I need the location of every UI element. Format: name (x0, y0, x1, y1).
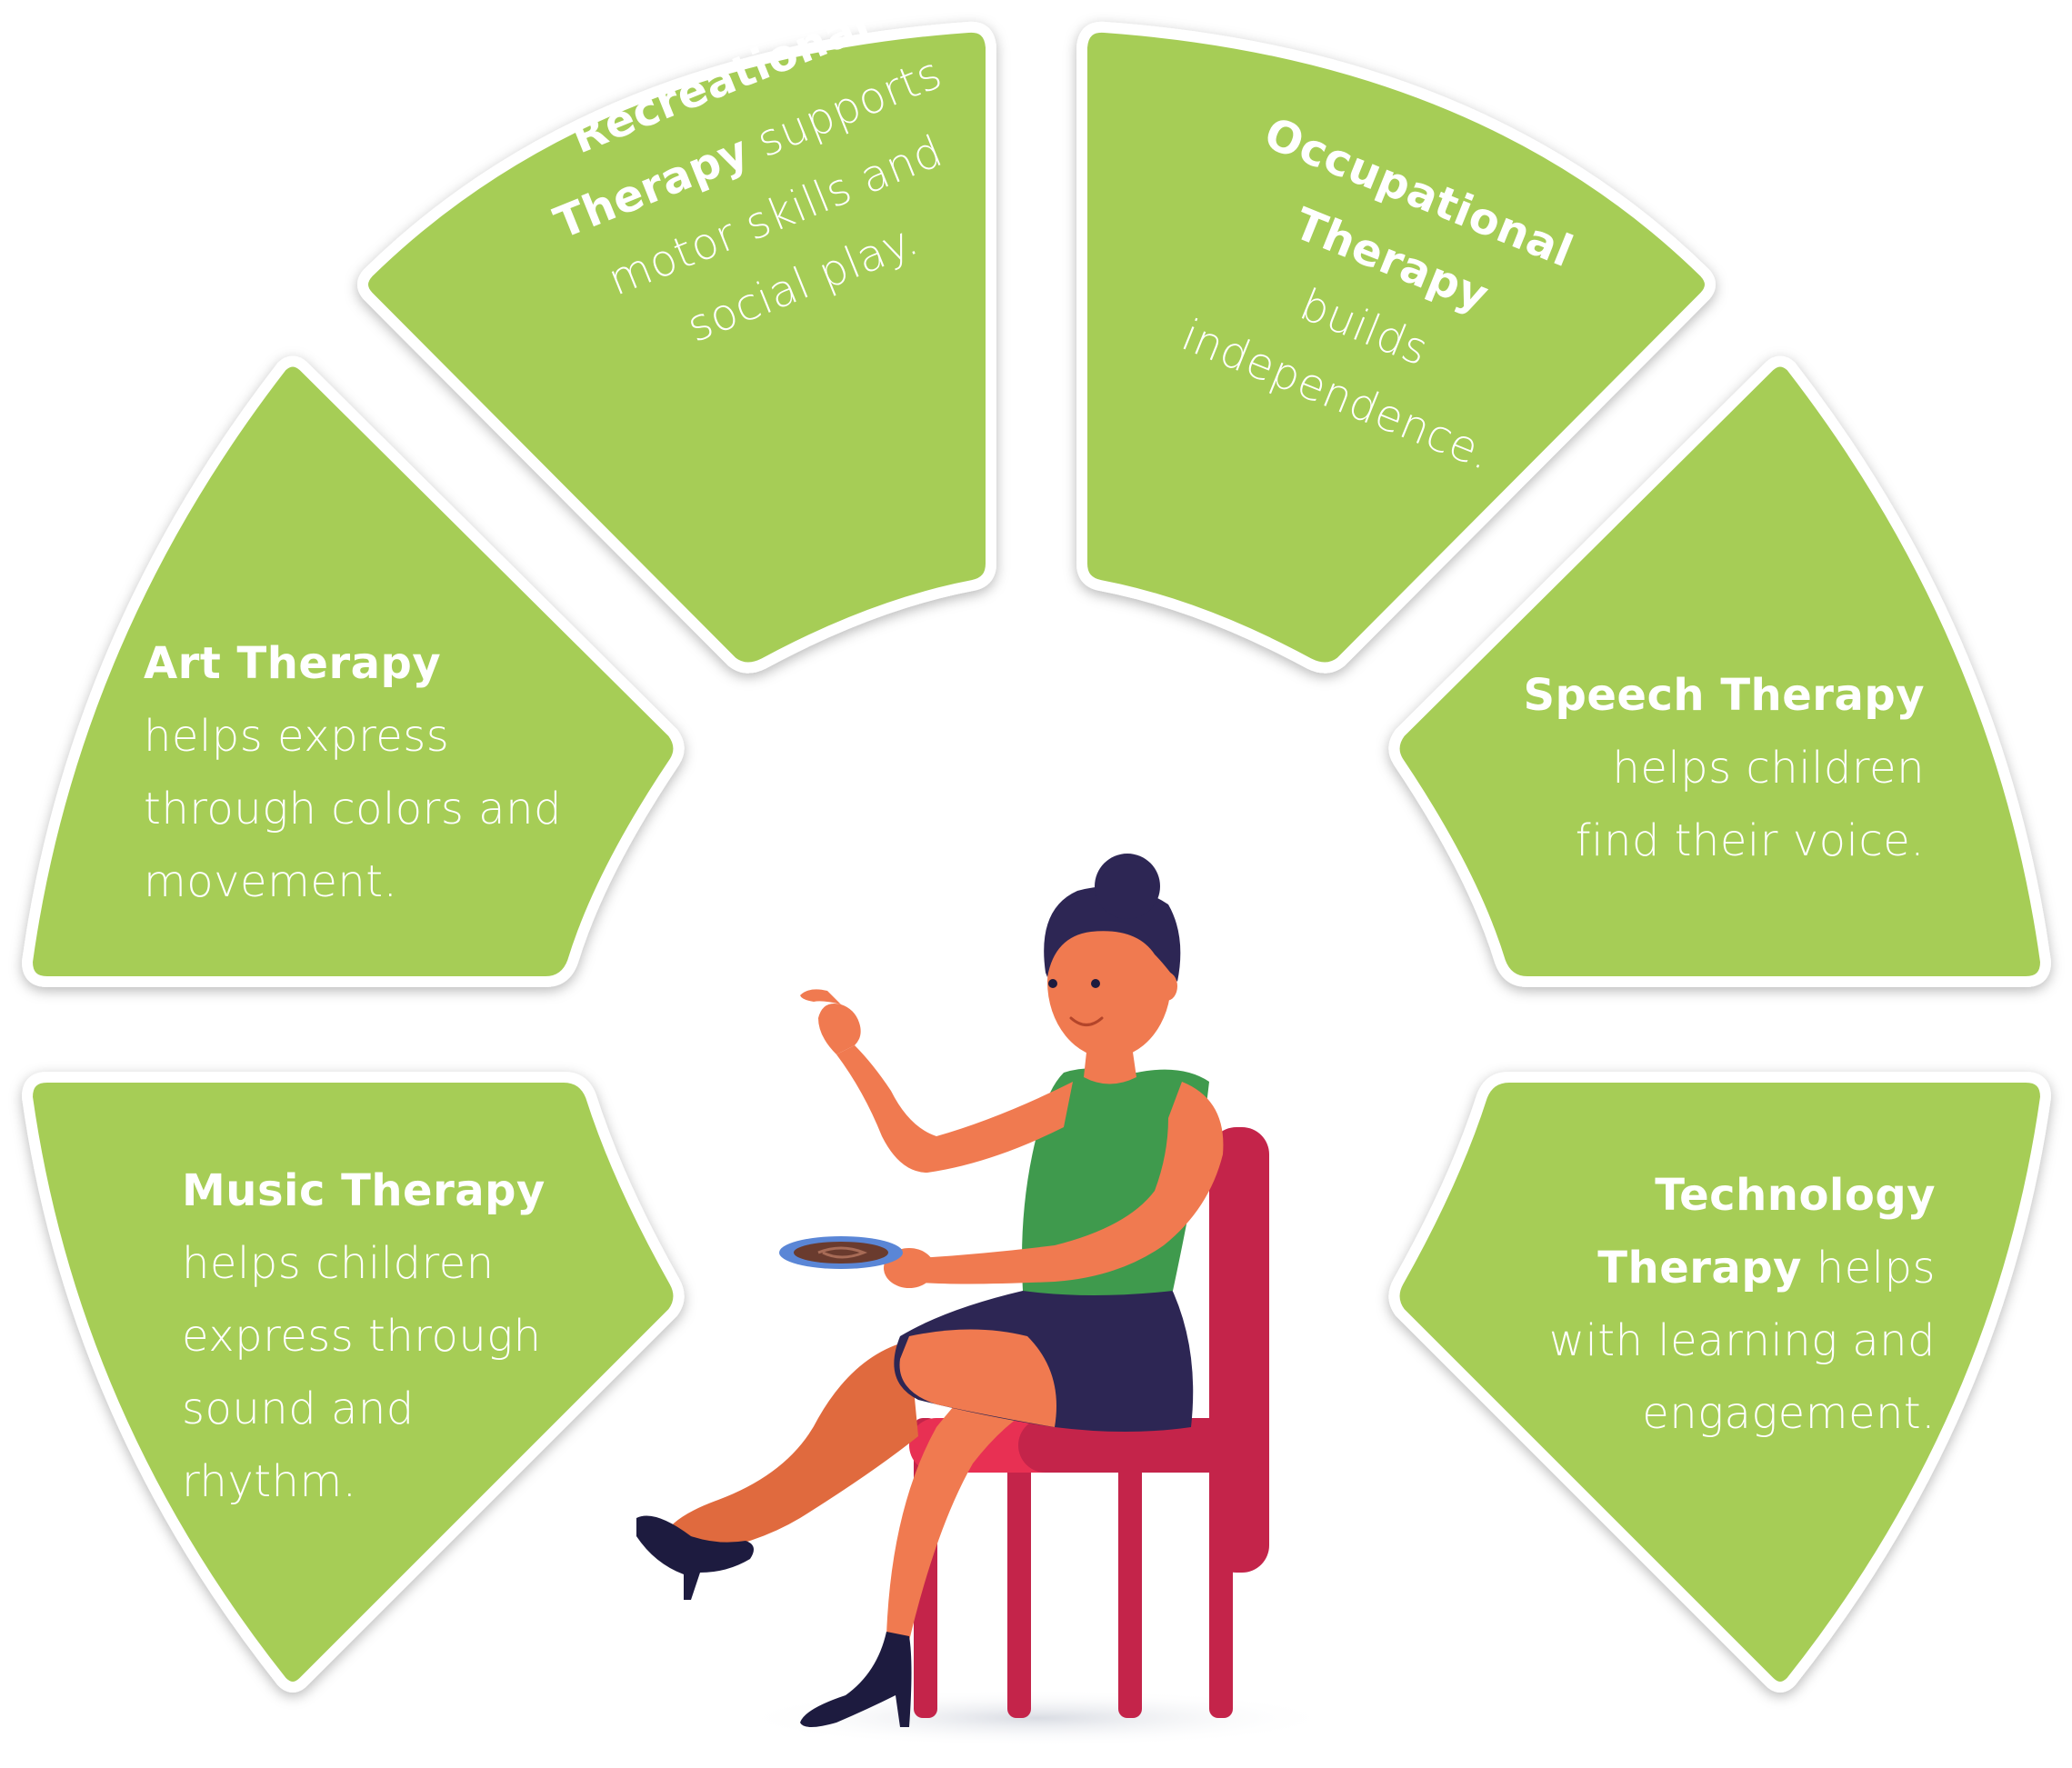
technology-title-line1: Technology (1655, 1170, 1936, 1221)
speech-title: Speech Therapy (1523, 670, 1925, 721)
segment-occupational-therapy (1076, 21, 1716, 674)
segment-speech-therapy (1388, 355, 2051, 987)
eye-right (1091, 979, 1100, 988)
head (1044, 854, 1181, 1058)
music-body-line5: rhythm. (182, 1456, 357, 1507)
art-title: Art Therapy (144, 638, 442, 689)
music-body-line4: sound and (182, 1383, 415, 1434)
arm-plate (905, 1082, 1224, 1284)
art-therapy-text: Art Therapy helps express through colors… (144, 627, 562, 918)
art-body-line4: movement. (144, 856, 398, 907)
speech-therapy-text: Speech Therapy helps children find their… (1523, 659, 1925, 877)
speech-body-line3: find their voice. (1575, 815, 1925, 866)
hair-bun (1095, 854, 1160, 919)
technology-title-line2: Therapy (1597, 1243, 1802, 1294)
segment-technology-therapy (1388, 1072, 2051, 1693)
music-body-line3: express through (182, 1311, 542, 1362)
shoe-back (636, 1515, 754, 1600)
music-body-line2: helps children (182, 1238, 495, 1289)
shoe-front (800, 1632, 912, 1727)
eye-left (1048, 979, 1057, 988)
hand-raised (818, 1004, 861, 1054)
floor-shadow (736, 1689, 1336, 1747)
speech-body-line2: helps children (1612, 743, 1925, 794)
segment-art-therapy (22, 355, 685, 987)
technology-body-line4: engagement. (1642, 1388, 1936, 1439)
plate (779, 1236, 903, 1269)
music-therapy-text: Music Therapy helps children express thr… (182, 1154, 546, 1518)
smile (1069, 1016, 1104, 1026)
segment-music-therapy (22, 1072, 685, 1693)
technology-body-line3: with learning and (1548, 1315, 1936, 1366)
segment-recreational-therapy (357, 21, 996, 674)
art-body-line3: through colors and (144, 784, 562, 834)
ear (1156, 972, 1177, 1001)
technology-body-line2: helps (1801, 1243, 1936, 1294)
arm-raised (836, 1045, 1073, 1173)
woman-seated-illustration (636, 854, 1336, 1747)
fingers (800, 989, 841, 1004)
back-leg (664, 1341, 918, 1554)
art-body-line2: helps express (144, 711, 450, 762)
music-title: Music Therapy (182, 1165, 546, 1216)
technology-therapy-text: Technology Therapy helps with learning a… (1549, 1159, 1936, 1450)
front-thigh (899, 1329, 1056, 1427)
